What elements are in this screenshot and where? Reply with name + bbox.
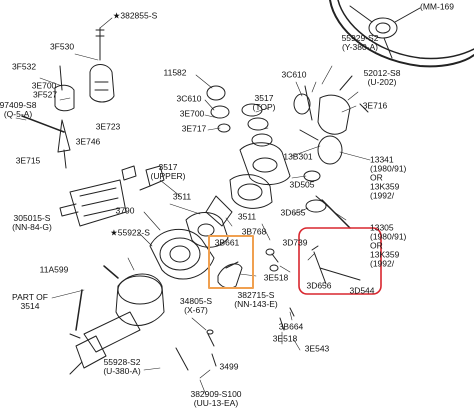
label-3c610-b: 3C610 <box>176 93 202 104</box>
part-3d656-linkage <box>311 245 361 285</box>
label-97409s8: 97409-S8 (Q-5-A) <box>0 100 37 119</box>
screws <box>175 248 295 371</box>
label-3e518-a: 3E518 <box>263 272 289 283</box>
label-3d655: 3D655 <box>280 207 306 218</box>
label-3d505: 3D505 <box>289 179 315 190</box>
label-3e715: 3E715 <box>15 155 41 166</box>
highlight-box-red <box>298 227 382 295</box>
label-3e746: 3E746 <box>75 136 101 147</box>
label-3e716: 3E716 <box>362 100 388 111</box>
label-382715s: 382715-S (NN-143-E) <box>234 290 278 309</box>
switch-assembly <box>59 179 127 227</box>
leader-lines <box>15 17 371 396</box>
label-3b661: 3B661 <box>214 237 240 248</box>
label-3d739: 3D739 <box>282 237 308 248</box>
label-3499: 3499 <box>219 361 239 372</box>
label-3c610-a: 3C610 <box>281 69 307 80</box>
label-3e518-b: 3E518 <box>272 333 298 344</box>
label-3e723: 3E723 <box>95 121 121 132</box>
upper-column-parts <box>206 85 291 209</box>
label-52012s8: 52012-S8 (U-202) <box>363 68 401 87</box>
label-3f527: 3F527 <box>32 89 58 100</box>
shift-rod <box>315 195 351 229</box>
label-3f532: 3F532 <box>11 61 37 72</box>
part-3e723-shape <box>139 165 165 191</box>
label-13341: 13341 (1980/91) OR 13K359 (1992/ <box>370 154 407 201</box>
label-55929s2-y380: 55929-S2 (Y-380-A) <box>341 33 379 52</box>
label-3d544: 3D544 <box>349 285 375 296</box>
label-55928s2: 55928-S2 (U-380-A) <box>103 357 141 376</box>
label-3b768: 3B768 <box>241 226 267 237</box>
label-382909s100: 382909-S100 (UU-13-EA) <box>190 389 242 408</box>
label-3e700-top: 3E700 <box>31 80 57 91</box>
steering-wheel <box>329 0 474 68</box>
label-3790: 3790 <box>115 205 135 216</box>
right-upper-parts <box>293 75 369 213</box>
label-13b301: 13B301 <box>283 151 313 162</box>
label-part-of-3514: PART OF 3514 <box>12 292 48 311</box>
label-3e700-mid: 3E700 <box>179 108 205 119</box>
column-housing <box>69 195 233 375</box>
label-3f530: 3F530 <box>49 41 75 52</box>
label-3e543: 3E543 <box>304 343 330 354</box>
label-3b664: 3B664 <box>278 321 304 332</box>
label-13305: 13305 (1980/91) OR 13K359 (1992/ <box>370 222 407 269</box>
part-11a599-rod <box>69 265 119 339</box>
label-11a599: 11A599 <box>39 264 69 275</box>
label-mm169: (MM-169 <box>420 1 455 12</box>
part-3e746-shape <box>121 165 137 181</box>
highlight-box-orange <box>208 235 254 289</box>
label-3517-top: 3517 (TOP) <box>252 93 276 112</box>
label-305015s: 305015-S (NN-84-G) <box>12 213 52 232</box>
label-3e717: 3E717 <box>181 123 207 134</box>
label-55922s: ★55922-S <box>110 227 150 238</box>
part-3b661-lever <box>217 261 243 289</box>
label-3511-a: 3511 <box>172 191 192 202</box>
label-3511-b: 3511 <box>237 211 257 222</box>
label-34805s: 34805-S (X-67) <box>179 296 213 315</box>
label-11582: 11582 <box>163 67 187 78</box>
label-3d656: 3D656 <box>306 280 332 291</box>
label-3517-upper: 3517 (UPPER) <box>150 162 186 181</box>
label-382855s: ★382855-S <box>112 10 158 21</box>
